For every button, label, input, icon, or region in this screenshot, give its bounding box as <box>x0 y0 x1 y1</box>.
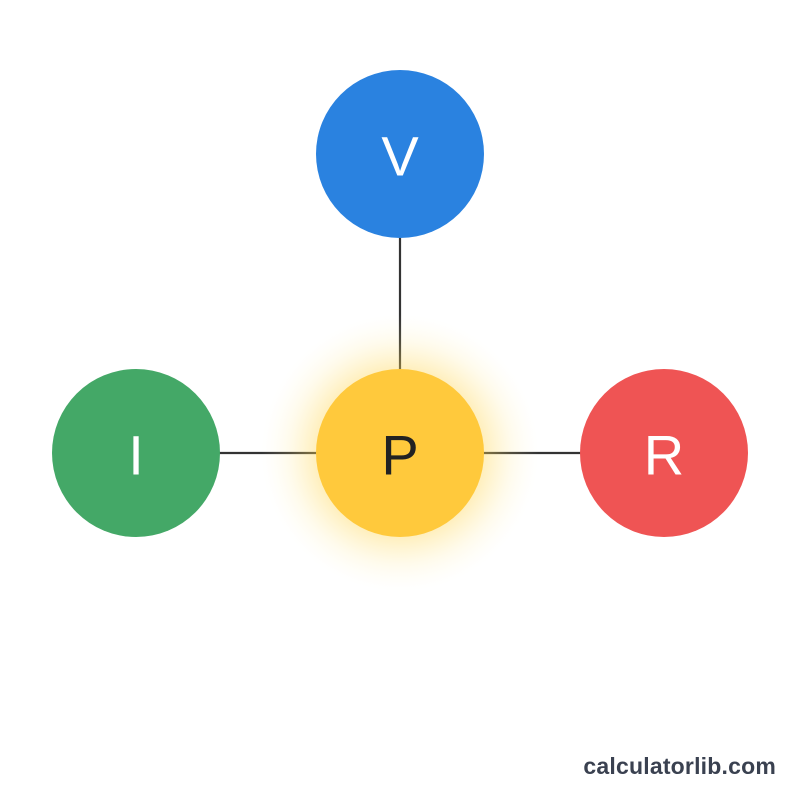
node-p-label: P <box>381 424 418 487</box>
nodes-layer: V I P R <box>52 70 748 537</box>
node-i-circle <box>52 369 220 537</box>
node-v: V <box>316 70 484 238</box>
node-r: R <box>580 369 748 537</box>
watermark-text: calculatorlib.com <box>583 753 776 779</box>
node-r-label: R <box>644 424 684 487</box>
node-i-label: I <box>128 424 144 487</box>
node-v-circle <box>316 70 484 238</box>
node-r-circle <box>580 369 748 537</box>
node-p-circle <box>316 369 484 537</box>
node-i: I <box>52 369 220 537</box>
node-p: P <box>316 369 484 537</box>
node-v-label: V <box>381 125 419 188</box>
